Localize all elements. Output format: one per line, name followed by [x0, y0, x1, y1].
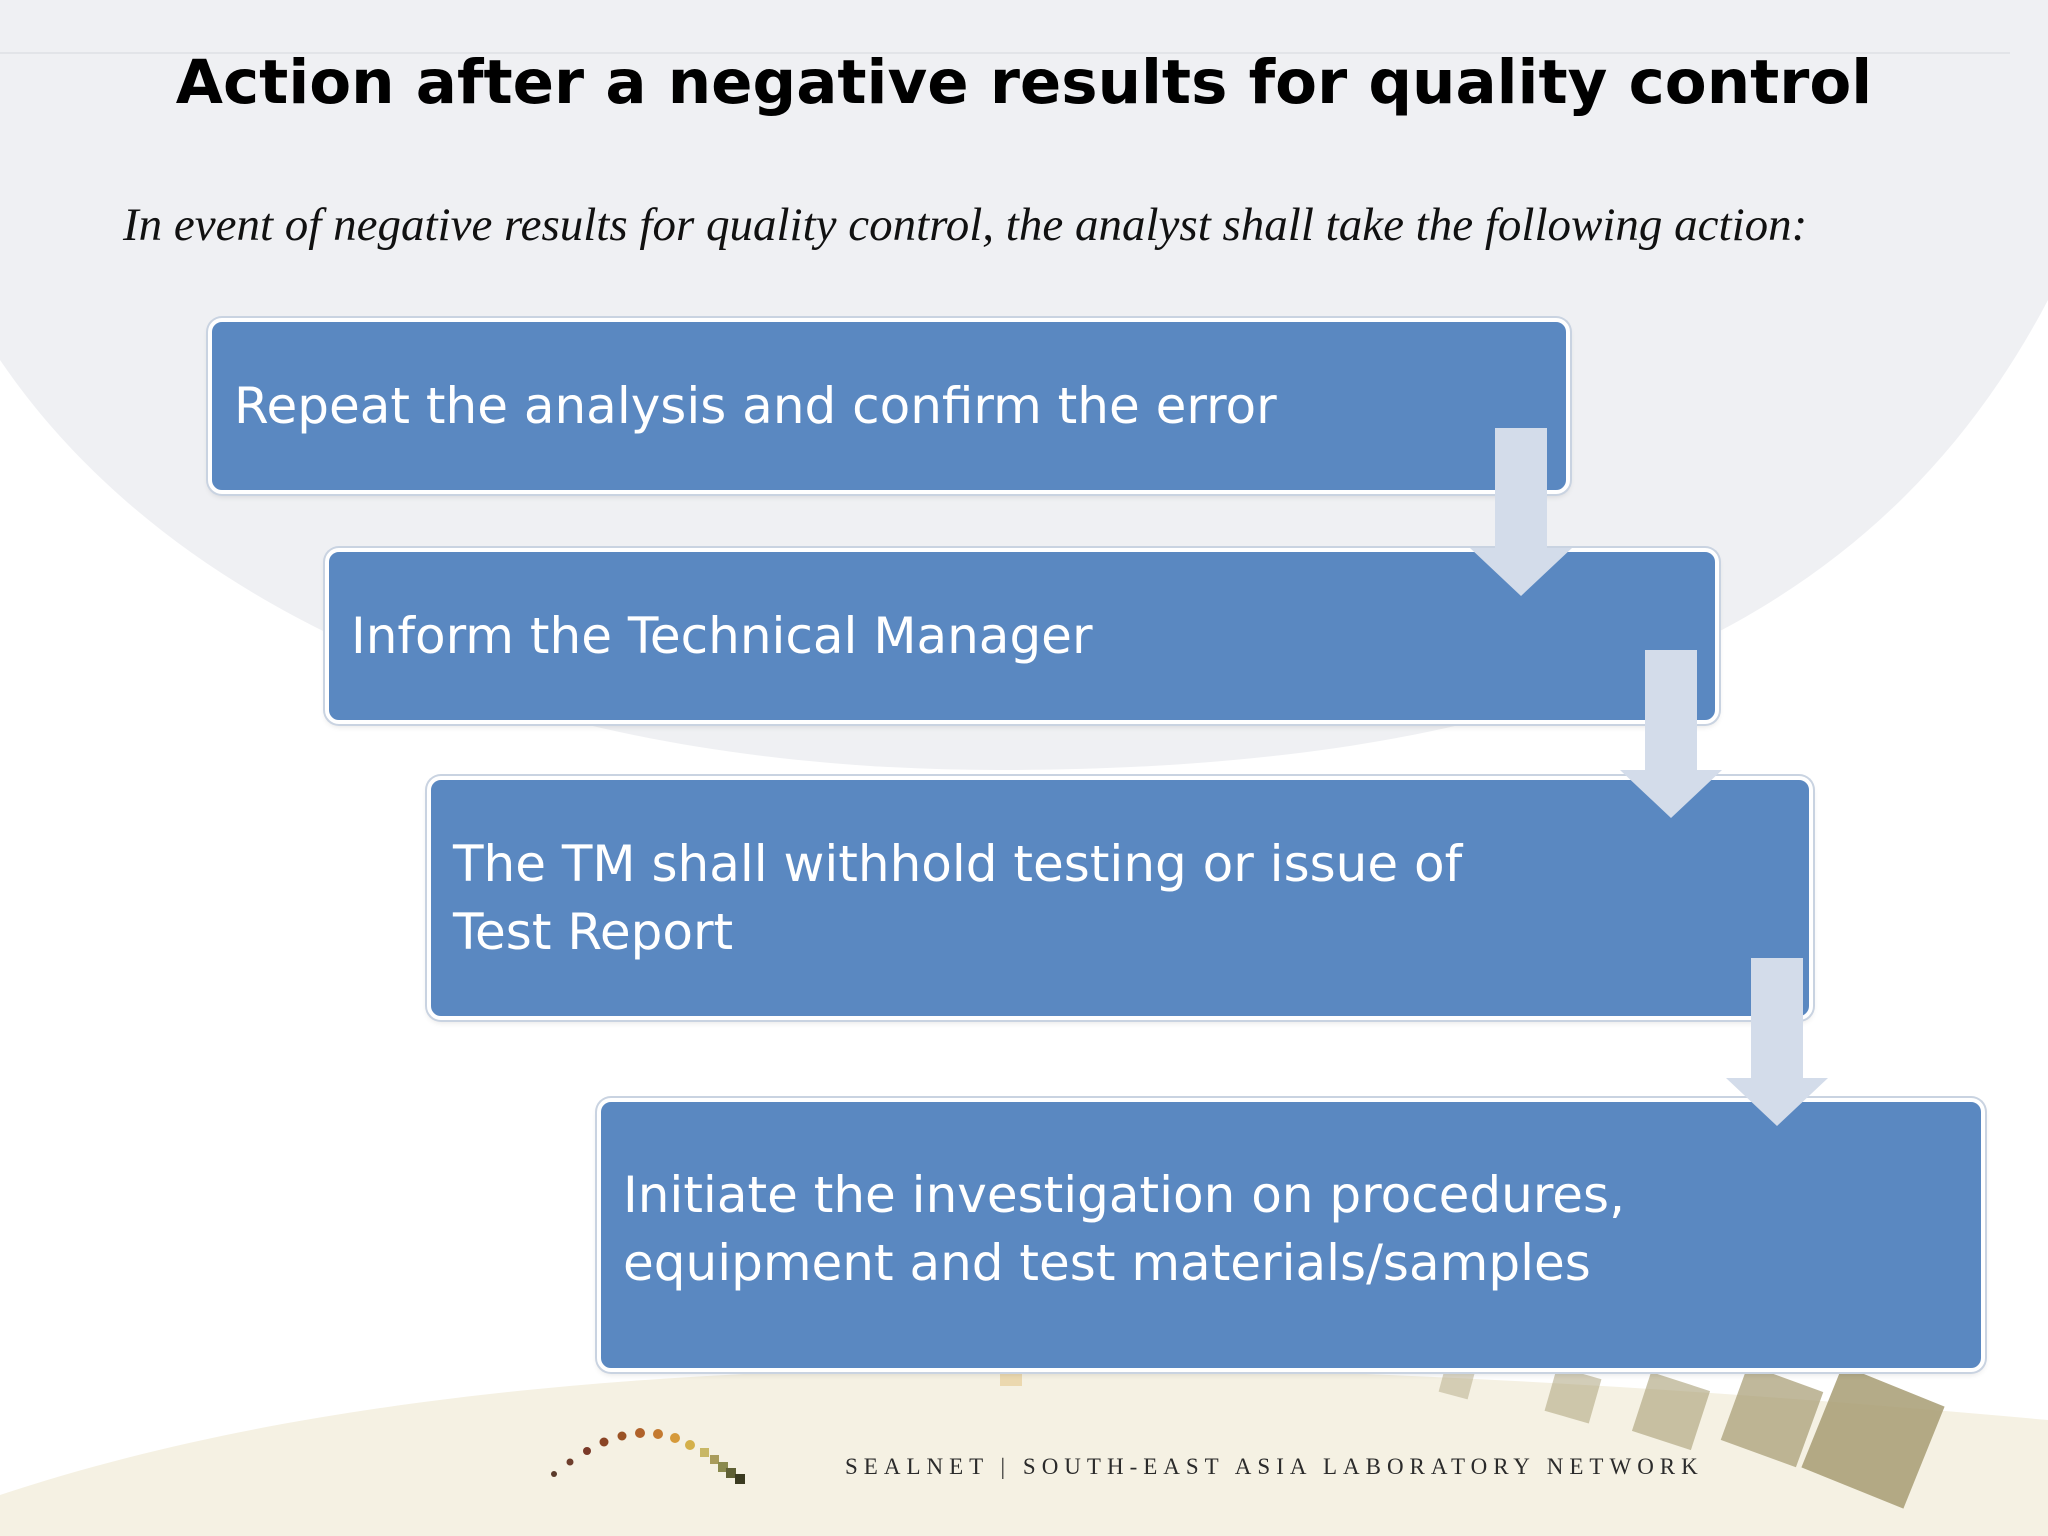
intro-text: In event of negative results for quality…: [123, 199, 1808, 251]
step-4-label: Initiate the investigation on procedures…: [623, 1166, 1626, 1292]
footer-network-name: SEALNET | SOUTH-EAST ASIA LABORATORY NET…: [845, 1454, 1704, 1479]
top-rule: [0, 52, 2010, 54]
down-arrow-icon: [1620, 650, 1722, 818]
bottom-band-decoration: [0, 1367, 2048, 1536]
step-box-1: Repeat the analysis and confirm the erro…: [208, 318, 1570, 494]
step-box-3: The TM shall withhold testing or issue o…: [427, 776, 1813, 1020]
down-arrow-icon: [1470, 428, 1572, 596]
step-box-4: Initiate the investigation on procedures…: [597, 1098, 1985, 1372]
sealnet-logo-icon: [551, 1428, 745, 1484]
step-3-label: The TM shall withhold testing or issue o…: [453, 835, 1463, 961]
slide-title: Action after a negative results for qual…: [175, 47, 1873, 118]
down-arrow-icon: [1726, 958, 1828, 1126]
step-2-label: Inform the Technical Manager: [351, 607, 1093, 665]
step-1-label: Repeat the analysis and confirm the erro…: [234, 377, 1277, 435]
footer: SEALNET | SOUTH-EAST ASIA LABORATORY NET…: [540, 1396, 1780, 1506]
step-box-2: Inform the Technical Manager: [325, 548, 1719, 724]
